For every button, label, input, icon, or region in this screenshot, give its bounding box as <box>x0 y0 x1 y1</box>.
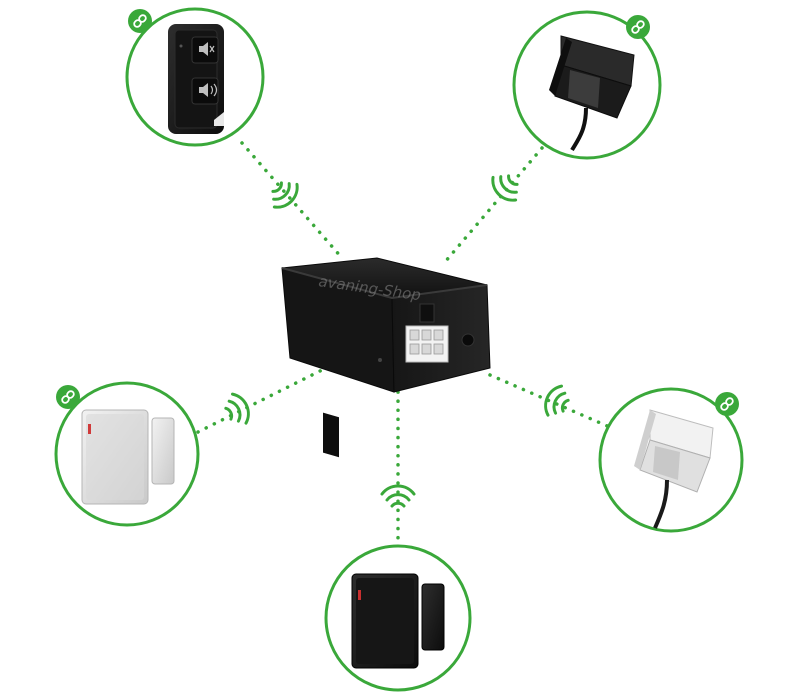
link-line-remote <box>240 141 344 260</box>
white-lift-sensor-icon <box>634 409 714 529</box>
wireless-signal-icon <box>544 384 570 417</box>
white-door-sensor-icon <box>81 409 175 505</box>
link-line-right <box>488 373 614 430</box>
device-white-door-sensor <box>54 381 200 527</box>
link-icon <box>128 9 152 33</box>
connection-lines <box>196 141 614 550</box>
black-door-sensor-icon <box>351 573 445 669</box>
link-line-topright <box>443 146 544 264</box>
wireless-signal-icon <box>224 392 250 425</box>
volume-remote-icon <box>168 24 224 134</box>
link-icon <box>56 385 80 409</box>
link-line-left <box>196 368 324 434</box>
device-black-door-sensor <box>324 544 472 692</box>
device-white-sensor-right <box>598 387 744 533</box>
device-remote <box>125 7 265 147</box>
black-lift-sensor-icon <box>549 35 635 152</box>
link-icon <box>715 392 739 416</box>
wireless-signal-icon <box>271 181 299 209</box>
link-icon <box>626 15 650 39</box>
control-box-icon: avaning-Shop <box>281 257 491 458</box>
device-black-sensor-topright <box>512 10 662 160</box>
wireless-signal-icon <box>380 484 416 508</box>
